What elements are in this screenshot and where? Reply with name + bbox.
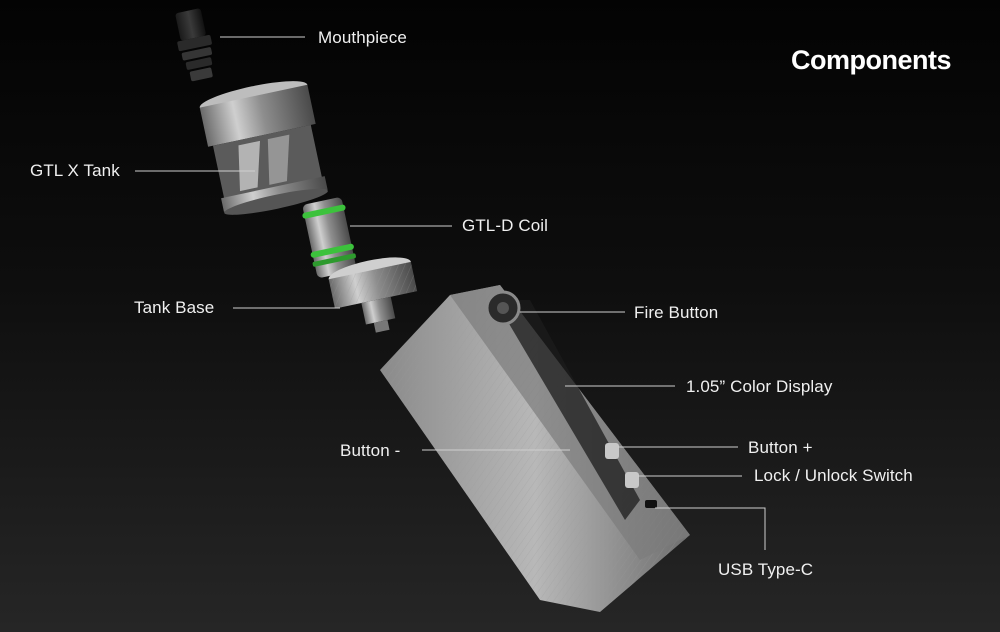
- leader-lines: [135, 36, 766, 550]
- label-button-plus: Button +: [748, 438, 813, 457]
- tank-base-icon: [328, 257, 418, 333]
- label-fire-button: Fire Button: [634, 303, 719, 322]
- label-lock-switch: Lock / Unlock Switch: [754, 466, 913, 485]
- leader-line-usb-type-c: [655, 507, 766, 550]
- label-color-display: 1.05” Color Display: [686, 377, 833, 396]
- label-tank-base: Tank Base: [134, 298, 215, 317]
- tank-icon: [199, 81, 328, 215]
- label-usb-type-c: USB Type-C: [718, 560, 814, 579]
- label-gtl-x-tank: GTL X Tank: [30, 161, 120, 180]
- mod-body-icon: [380, 285, 690, 612]
- label-mouthpiece: Mouthpiece: [318, 28, 407, 47]
- page-title: Components: [791, 45, 952, 75]
- mouthpiece-icon: [175, 8, 213, 82]
- coil-icon: [302, 197, 356, 278]
- label-gtl-d-coil: GTL-D Coil: [462, 216, 549, 235]
- label-button-minus: Button -: [340, 441, 401, 460]
